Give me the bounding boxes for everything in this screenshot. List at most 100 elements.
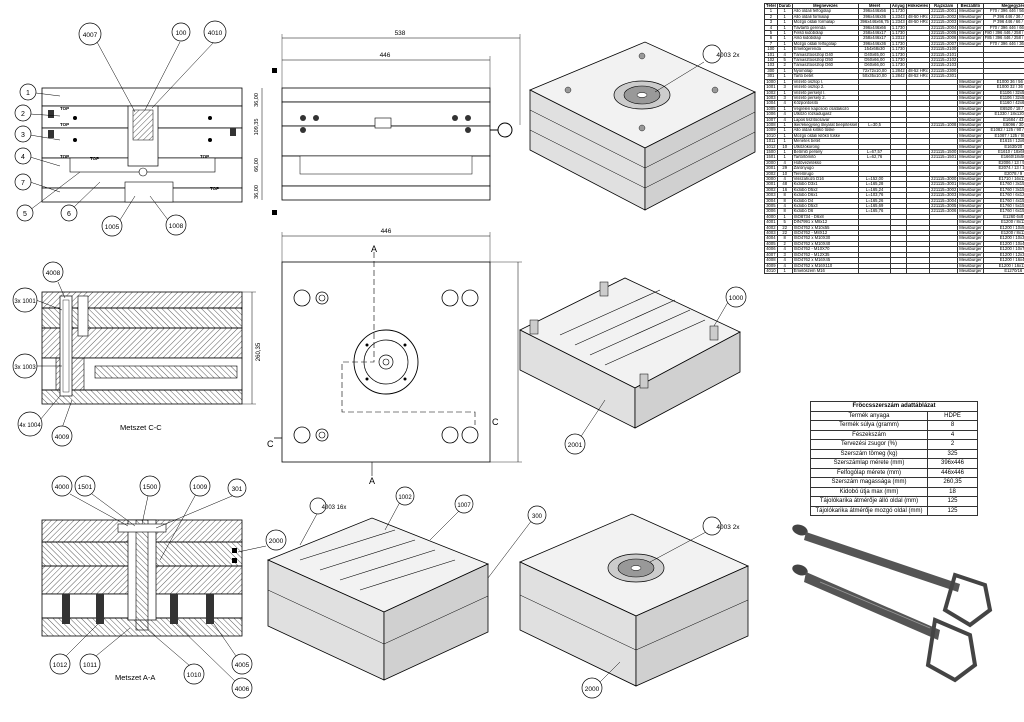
bom-column-header: Anyag <box>889 2 907 10</box>
bom-cell: 221115=2007 <box>929 40 959 48</box>
bom-cell: Támasztóoszlop D40 <box>791 51 860 59</box>
bom-cell: Meusburger <box>957 181 984 188</box>
bom-cell: Meusburger <box>957 13 984 21</box>
tech-key: Felfogólap mérete (mm) <box>810 467 928 478</box>
svg-text:1007: 1007 <box>457 503 471 509</box>
bom-cell: Meusburger <box>957 105 984 113</box>
product-part-render <box>792 524 993 683</box>
bom-cell: 1006 <box>764 111 778 118</box>
svg-text:4003 16x: 4003 16x <box>322 505 347 511</box>
bom-cell: ISO4762 x M16X110 <box>791 262 860 269</box>
svg-text:7: 7 <box>21 180 25 187</box>
bom-cell: 4009 <box>764 262 778 269</box>
tech-row: Tájolókarika átmérője mozgó oldal (mm)12… <box>810 505 978 516</box>
bom-cell: E1610 / 18x66,4 <box>982 148 1024 156</box>
bom-cell: 396x446x36 <box>858 13 891 21</box>
bom-cell: 1 <box>776 267 793 275</box>
balloon: 301 <box>155 478 247 529</box>
tech-value: 125 <box>927 496 978 507</box>
bom-cell: Meusburger <box>957 35 984 42</box>
tech-key: Tájolókarika átmérője mozgó oldal (mm) <box>810 505 928 516</box>
top-label: TOP <box>60 154 69 159</box>
svg-text:4: 4 <box>21 154 25 161</box>
bom-cell: Meusburger <box>957 94 984 102</box>
bom-cell: Meusburger <box>957 230 984 237</box>
dim-d4: 36,00 <box>254 185 260 199</box>
bom-cell: 221115=1500 <box>929 148 959 156</box>
bom-cell: 396x446x36 <box>858 40 891 48</box>
tech-key: Fészekszám <box>810 429 928 440</box>
bom-cell: L=67,57 <box>858 148 891 156</box>
bom-cell: Vezető persely 2. <box>791 94 860 102</box>
svg-text:1010: 1010 <box>187 672 202 679</box>
bom-cell: 3001 <box>764 181 778 188</box>
bom-cell: E2078 / 9 <box>982 170 1024 178</box>
bom-cell: 4001 <box>764 219 778 226</box>
bom-cell: Meusburger <box>957 24 984 32</box>
bom-cell: 221115=3005 <box>929 202 959 210</box>
bom-cell: 221115=2004 <box>929 24 959 32</box>
bom-cell: DIN7991 x M8x12 <box>791 219 860 226</box>
bom-column-header: Méret <box>858 2 891 10</box>
bom-cell: 4007 <box>764 251 778 259</box>
balloon: 1007 <box>429 494 474 541</box>
balloon: 4003 16x <box>299 497 347 546</box>
bom-cell: Meusburger <box>957 159 984 167</box>
bom-cell: 4006 <box>764 246 778 253</box>
tech-value: 260,35 <box>927 477 978 488</box>
tech-value: 4 <box>927 429 978 440</box>
bom-cell: 396x446x66,75 <box>858 19 891 26</box>
balloon: 4003 2x <box>654 44 740 93</box>
svg-text:1501: 1501 <box>78 484 93 491</box>
bom-cell: 1012 <box>764 143 778 151</box>
top-label: TOP <box>90 156 99 161</box>
tech-row: Felfogólap mérete (mm)446x446 <box>810 467 978 478</box>
tech-value: 446x446 <box>927 467 978 478</box>
bom-cell: 4000 <box>764 213 778 221</box>
balloon: 3x 1003 <box>12 353 62 379</box>
tech-row: Kidobó útja max (mm)18 <box>810 486 978 497</box>
dim-d3: 66,00 <box>254 158 260 172</box>
tech-key: Tervezési zsugor (%) <box>810 439 928 450</box>
section-cc-title: Metszet C-C <box>120 423 162 432</box>
svg-text:2000: 2000 <box>269 538 284 545</box>
balloon: 1008 <box>149 195 187 236</box>
bom-cell: E1684 / 43 <box>982 116 1024 123</box>
dim-plate-width: 446 <box>380 52 391 59</box>
bom-cell: L=165,26 <box>858 197 891 205</box>
bom-cell: 1003 <box>764 94 778 102</box>
tech-row: Tájolókarika átmérője álló oldal (mm)125 <box>810 496 978 507</box>
svg-text:2: 2 <box>21 111 25 118</box>
svg-text:4005: 4005 <box>235 662 250 669</box>
balloon: 4 <box>14 147 61 167</box>
svg-text:1009: 1009 <box>193 484 208 491</box>
bom-cell: 1002 <box>764 89 778 96</box>
bom-column-header: Darab <box>776 2 793 10</box>
iso-view-top: 4003 2x <box>529 41 756 211</box>
bom-cell: Meusburger <box>957 197 984 205</box>
bom-cell: E1760 / 3x153 <box>982 181 1024 188</box>
bom-cell: 221115=2101 <box>929 51 959 59</box>
tech-key: Szerszám magassága (mm) <box>810 477 928 488</box>
bom-cell: Távtartó gerenda <box>791 24 860 32</box>
bom-cell: 221115=2005 <box>929 29 959 37</box>
bom-cell: L=165,24 <box>858 186 891 194</box>
bom-cell: 3000 <box>764 175 778 183</box>
top-label: TOP <box>200 154 209 159</box>
bom-cell: Meusburger <box>957 40 984 48</box>
bom-cell: 1501 <box>764 154 778 161</box>
bom-cell: 1.2343 <box>889 19 907 26</box>
svg-text:3x 1003: 3x 1003 <box>14 365 36 371</box>
part-2 <box>792 564 978 683</box>
tech-row: Tervezési zsugor (%)2 <box>810 439 978 450</box>
bom-cell: L=103,76 <box>858 192 891 199</box>
